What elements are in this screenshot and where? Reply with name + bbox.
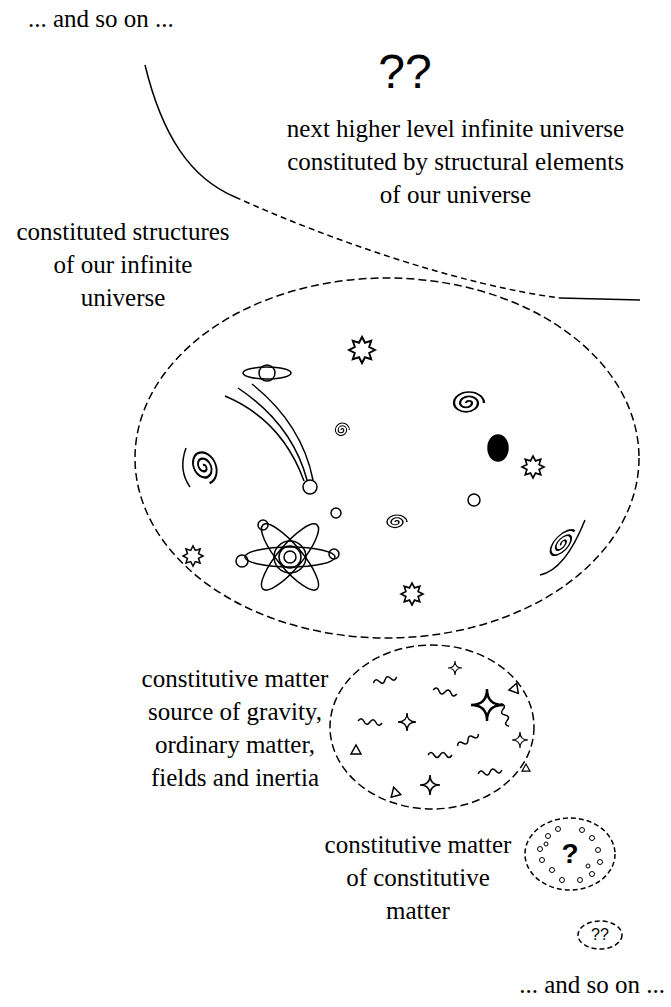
text-frame: ... and so on ... bbox=[490, 968, 665, 1001]
spiral-galaxy bbox=[454, 392, 484, 412]
continuation-note: ... and so on ... bbox=[490, 968, 665, 1001]
text-frame: ... and so on ... bbox=[28, 2, 218, 35]
sub-matter-ellipse: constitutive matter of constitutive matt… bbox=[310, 812, 620, 932]
star-burst bbox=[349, 337, 375, 363]
star-burst bbox=[401, 583, 423, 605]
universe-heading: constituted structures of our infinite u… bbox=[12, 215, 234, 314]
sub-constitutive-particles bbox=[538, 827, 603, 883]
constitutive-matter-particles bbox=[351, 661, 530, 797]
galaxy-arm bbox=[183, 448, 190, 487]
spiral-galaxy bbox=[190, 449, 221, 486]
region-description: next higher level infinite universe cons… bbox=[280, 112, 631, 211]
unknown-mark: ?? bbox=[582, 924, 618, 946]
ellipse-outline bbox=[135, 278, 639, 638]
deeper-level-ellipse: ?? bbox=[572, 915, 628, 955]
text-frame: constitutive matter of constitutive matt… bbox=[318, 828, 518, 927]
ringed-planet bbox=[243, 365, 291, 381]
constitutive-matter-ellipse: constitutive matter source of gravity, o… bbox=[115, 640, 545, 815]
ellipse-outline bbox=[525, 818, 615, 890]
ellipse-outline bbox=[578, 921, 622, 949]
star-burst bbox=[183, 546, 203, 566]
text-frame: constitutive matter source of gravity, o… bbox=[135, 662, 335, 794]
continuation-note: ... and so on ... bbox=[28, 2, 218, 35]
text-frame: ?? bbox=[355, 44, 455, 100]
small-body bbox=[236, 555, 248, 567]
text-frame: ? bbox=[550, 838, 590, 870]
universe-structures bbox=[183, 337, 585, 605]
text-frame: ?? bbox=[582, 924, 618, 946]
comet bbox=[225, 384, 317, 494]
spiral-galaxy bbox=[387, 515, 407, 528]
boundary-curve bbox=[560, 298, 640, 300]
boundary-curve bbox=[145, 65, 235, 197]
boundary-curve-dashed bbox=[235, 197, 560, 298]
galaxy-arm bbox=[540, 520, 585, 575]
black-hole bbox=[488, 435, 508, 461]
unknown-mark: ? bbox=[550, 838, 590, 870]
text-frame: next higher level infinite universe cons… bbox=[280, 112, 631, 211]
our-universe-ellipse: constituted structures of our infinite u… bbox=[10, 195, 650, 645]
small-body bbox=[468, 494, 480, 506]
atom-figure bbox=[245, 517, 339, 597]
ellipse-outline bbox=[330, 645, 534, 809]
unknown-mark: ?? bbox=[355, 44, 455, 100]
spiral-galaxy bbox=[335, 423, 349, 436]
matter-heading: constitutive matter source of gravity, o… bbox=[135, 662, 335, 794]
text-frame: constituted structures of our infinite u… bbox=[12, 215, 234, 314]
star-burst bbox=[522, 456, 544, 478]
small-body bbox=[331, 508, 341, 518]
sub-matter-heading: constitutive matter of constitutive matt… bbox=[318, 828, 518, 927]
